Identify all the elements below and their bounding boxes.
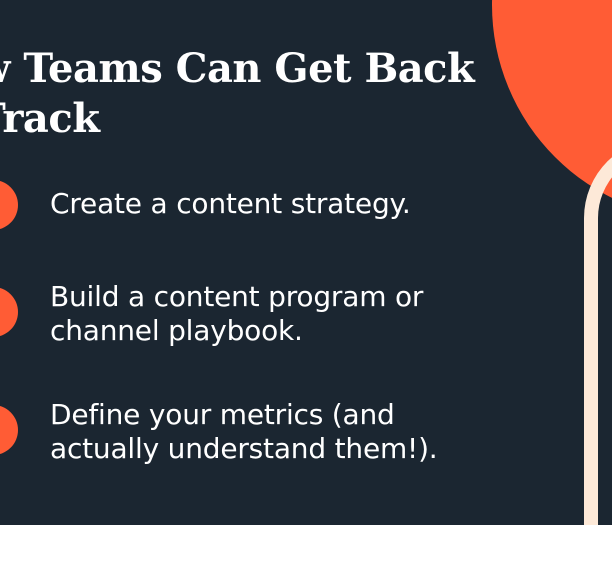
list-item-2: Build a content program or channel playb… — [50, 280, 424, 347]
bullet-circle-icon — [0, 405, 18, 455]
bullet-circle-icon — [0, 287, 18, 337]
bullet-circle-icon — [0, 180, 18, 230]
list-item-3: Define your metrics (and actually unders… — [50, 398, 438, 465]
decorative-cream-arch — [584, 138, 612, 525]
list-item-1: Create a content strategy. — [50, 187, 411, 220]
slide-title: w Teams Can Get Back Track — [0, 45, 475, 142]
slide-panel: w Teams Can Get Back Track Create a cont… — [0, 0, 612, 525]
